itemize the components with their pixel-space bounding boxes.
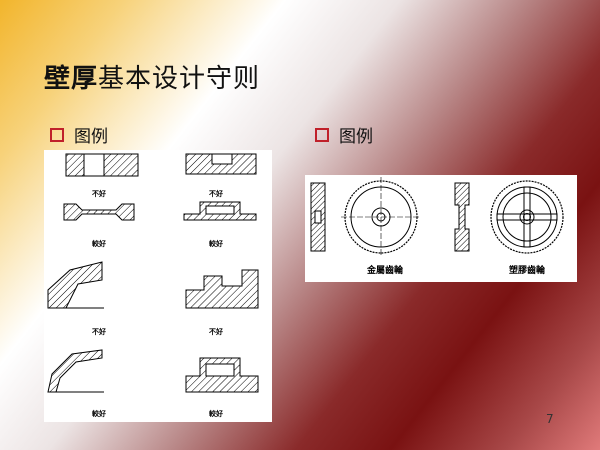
example-7-good: [47, 349, 104, 393]
wall-thickness-diagram: 不好 不好 較好 較好 不好 不好: [47, 153, 259, 418]
plastic-gear-front: [490, 180, 564, 254]
gear-comparison-figure: 金屬齒輪 塑膠齒輪: [305, 175, 577, 282]
plastic-gear-caption: 塑膠齒輪: [509, 264, 546, 276]
slide-title-bold: 壁厚: [44, 64, 99, 94]
square-bullet-icon: [50, 127, 64, 142]
wall-thickness-figure: 不好 不好 較好 較好 不好 不好: [44, 150, 272, 422]
metal-gear-caption: 金屬齒輪: [366, 264, 404, 276]
square-bullet-icon: [315, 127, 329, 142]
slide-title-rest: 基本设计守则: [98, 64, 261, 94]
label-6: 不好: [209, 327, 223, 336]
example-4-good: [183, 201, 257, 221]
example-6-bad: [185, 269, 259, 309]
bullet-right-label: 图例: [339, 127, 373, 147]
example-8-good: [185, 357, 259, 393]
example-2-bad: [185, 153, 257, 175]
label-4: 較好: [209, 239, 223, 248]
example-1-bad: [65, 153, 139, 177]
example-3-good: [63, 203, 135, 221]
bullet-left: 图例: [50, 122, 108, 147]
bullet-left-label: 图例: [74, 127, 108, 147]
label-8: 較好: [209, 409, 223, 418]
bullet-right: 图例: [315, 122, 373, 147]
metal-gear-front: [341, 177, 421, 257]
gear-diagram: 金屬齒輪 塑膠齒輪: [310, 177, 564, 276]
page-number: 7: [546, 412, 554, 426]
plastic-gear-section: [454, 182, 470, 252]
label-3: 較好: [92, 239, 106, 248]
label-2: 不好: [209, 189, 223, 198]
metal-gear-section: [310, 182, 326, 252]
label-5: 不好: [92, 327, 106, 336]
example-5-bad: [47, 261, 104, 309]
label-7: 較好: [92, 409, 106, 418]
label-1: 不好: [92, 189, 106, 198]
slide-title: 壁厚基本设计守则: [44, 58, 260, 95]
